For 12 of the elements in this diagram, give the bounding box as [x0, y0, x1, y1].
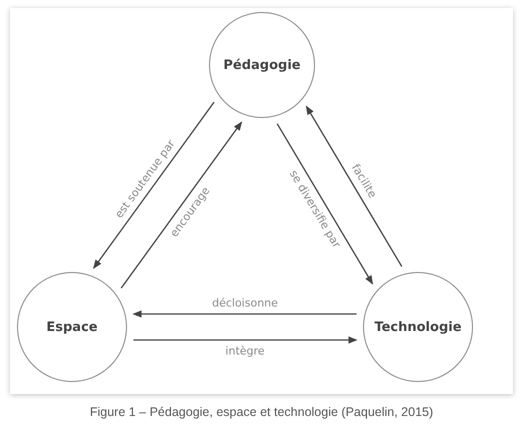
arrow: [133, 336, 358, 344]
arrow: [120, 121, 242, 289]
arrow: [276, 123, 374, 285]
concept-label: Technologie: [374, 320, 462, 334]
concept-label: Pédagogie: [223, 58, 301, 72]
arrow: [306, 106, 402, 267]
concept-label: Espace: [46, 320, 98, 334]
figure-caption: Figure 1 – Pédagogie, espace et technologie (Paquelin, 2015): [88, 405, 434, 419]
edge-label: intègre: [225, 344, 265, 358]
arrow: [93, 102, 215, 269]
arrow: [132, 310, 357, 318]
edge-label: décloisonne: [212, 296, 278, 310]
